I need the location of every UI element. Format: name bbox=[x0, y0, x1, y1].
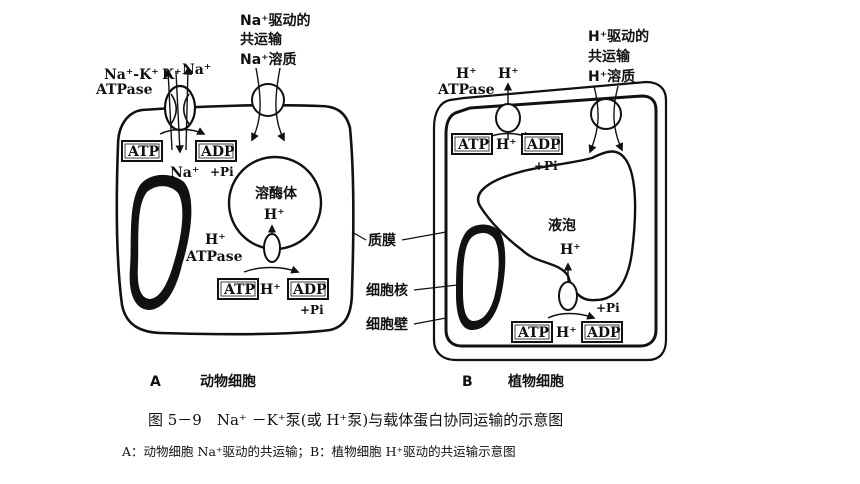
h-symport-title-1: H⁺驱动的 bbox=[588, 28, 649, 45]
na-symport-title-1: Na⁺驱动的 bbox=[240, 12, 311, 29]
nucleus-label: 细胞核 bbox=[366, 282, 408, 299]
vacuole-label: 液泡 bbox=[548, 217, 576, 234]
plant-atpase-label: ATPase bbox=[437, 82, 495, 98]
atp-label-b1: ATP bbox=[457, 137, 490, 153]
lysosome-h-ion: H⁺ bbox=[264, 207, 285, 223]
panel-b-name: 植物细胞 bbox=[507, 373, 564, 390]
plant-h-bottom-label: H⁺ bbox=[556, 325, 577, 341]
plant-nucleus-inner bbox=[463, 232, 499, 321]
na-k-atpase-label: ATPase bbox=[95, 82, 153, 98]
vacuole bbox=[477, 150, 637, 302]
atp-box-a1 bbox=[121, 140, 163, 162]
adp-box-b2 bbox=[581, 321, 623, 343]
animal-plasma-membrane bbox=[115, 103, 355, 336]
atp-box-b1 bbox=[451, 133, 493, 155]
h-atpase-h-label: H⁺ bbox=[205, 232, 226, 248]
plant-cell-wall bbox=[432, 80, 668, 362]
na-ion-label: Na⁺ bbox=[182, 62, 211, 78]
h-atpase-label: ATPase bbox=[185, 249, 243, 265]
vacuole-h-pump bbox=[558, 281, 578, 311]
atp-label-a1: ATP bbox=[127, 144, 160, 160]
panel-b-letter: B bbox=[462, 374, 473, 390]
vacuole-h-ion: H⁺ bbox=[560, 242, 581, 258]
lysosome-h-pump bbox=[263, 233, 281, 263]
pi-label-b1: +Pi bbox=[534, 159, 558, 173]
lysosome-label: 溶酶体 bbox=[255, 185, 298, 202]
animal-nucleus-inner bbox=[137, 186, 183, 299]
panel-b-plant-cell: 液泡 H⁺ H⁺ ATPase H⁺ ATP H⁺ ADP +Pi H⁺驱动的 … bbox=[432, 28, 668, 390]
pi-label-a1: +Pi bbox=[210, 165, 234, 179]
adp-label-b1: ADP bbox=[526, 137, 561, 153]
pi-label-a2: +Pi bbox=[300, 303, 324, 317]
h-pumped-label: H⁺ bbox=[260, 282, 281, 298]
na-symport-title-3: Na⁺溶质 bbox=[240, 51, 297, 68]
membrane-label: 质膜 bbox=[368, 232, 396, 249]
atp-box-b2 bbox=[511, 321, 553, 343]
figure-subcaption: A：动物细胞 Na⁺驱动的共运输；B：植物细胞 H⁺驱动的共运输示意图 bbox=[121, 444, 516, 459]
adp-label-a2: ADP bbox=[292, 282, 327, 298]
adp-label-b2: ADP bbox=[586, 325, 621, 341]
figure-caption: 图 5－9 Na⁺ －K⁺泵(或 H⁺泵)与载体蛋白协同运输的示意图 bbox=[148, 411, 563, 429]
panel-a-name: 动物细胞 bbox=[200, 373, 256, 390]
plant-plasma-membrane bbox=[444, 94, 658, 348]
adp-box-a1 bbox=[195, 140, 237, 162]
atp-box-a2 bbox=[217, 278, 259, 300]
atp-label-a2: ATP bbox=[223, 282, 256, 298]
atp-label-b2: ATP bbox=[517, 325, 550, 341]
structure-labels: 质膜 细胞核 细胞壁 bbox=[351, 231, 467, 333]
na-out-label: Na⁺ bbox=[170, 165, 199, 181]
plant-h-label: H⁺ bbox=[456, 66, 477, 82]
adp-label-a1: ADP bbox=[200, 144, 235, 160]
wall-label: 细胞壁 bbox=[366, 316, 408, 333]
h-symport-title-2: 共运输 bbox=[588, 48, 631, 65]
pi-label-b2: +Pi bbox=[596, 301, 620, 315]
panel-a-animal-cell: Na⁺-K⁺ ATPase K⁺ Na⁺ ATP ADP Na⁺ +Pi Na⁺… bbox=[95, 12, 355, 390]
na-k-label: Na⁺-K⁺ bbox=[104, 67, 159, 83]
k-ion-label: K⁺ bbox=[162, 67, 182, 83]
adp-box-a2 bbox=[287, 278, 329, 300]
h-symport-title-3: H⁺溶质 bbox=[588, 68, 635, 85]
h-symporter bbox=[590, 98, 622, 130]
panel-a-letter: A bbox=[150, 374, 161, 390]
na-symporter bbox=[251, 83, 285, 117]
plant-h-pump bbox=[495, 103, 521, 133]
adp-box-b1 bbox=[521, 133, 563, 155]
na-symport-title-2: 共运输 bbox=[240, 31, 283, 48]
plant-h-ion: H⁺ bbox=[498, 66, 519, 82]
plant-h-in-label: H⁺ bbox=[496, 137, 517, 153]
